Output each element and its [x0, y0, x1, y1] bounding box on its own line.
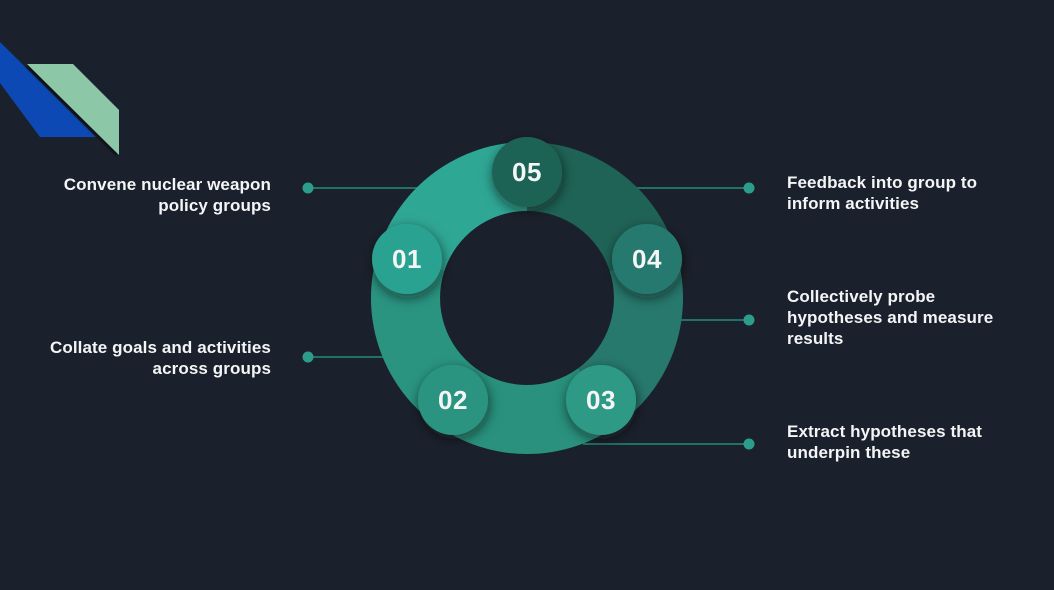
step-circle-03: [566, 365, 636, 435]
step-circle-02: [418, 365, 488, 435]
step-number-05: 05: [512, 157, 542, 187]
connector-dot-03: [743, 438, 755, 450]
step-numbers: 01 02 03 04 05: [392, 157, 662, 415]
step-label-05: Feedback into group to inform activities: [787, 173, 978, 213]
ribbon-blue-shape: [0, 42, 96, 137]
corner-ribbon-decoration: [0, 42, 119, 155]
step-number-03: 03: [586, 385, 616, 415]
connector-dot-04: [743, 314, 755, 326]
step-label-04: Collectively probe hypotheses and measur…: [787, 287, 994, 348]
step-circle-01: [372, 224, 442, 294]
connector-dot-02: [302, 351, 314, 363]
step-label-03: Extract hypotheses that underpin these: [787, 422, 983, 462]
step-number-01: 01: [392, 244, 422, 274]
step-circles: [372, 137, 682, 435]
step-label-02: Collate goals and activities across grou…: [49, 338, 271, 378]
ribbon-green-shape: [27, 64, 119, 155]
connector-lines: [302, 182, 755, 450]
connector-dot-05: [743, 182, 755, 194]
step-number-02: 02: [438, 385, 468, 415]
step-label-01: Convene nuclear weapon policy groups: [63, 175, 271, 215]
step-circle-04: [612, 224, 682, 294]
step-number-04: 04: [632, 244, 662, 274]
connector-dot-01: [302, 182, 314, 194]
step-circle-05: [492, 137, 562, 207]
